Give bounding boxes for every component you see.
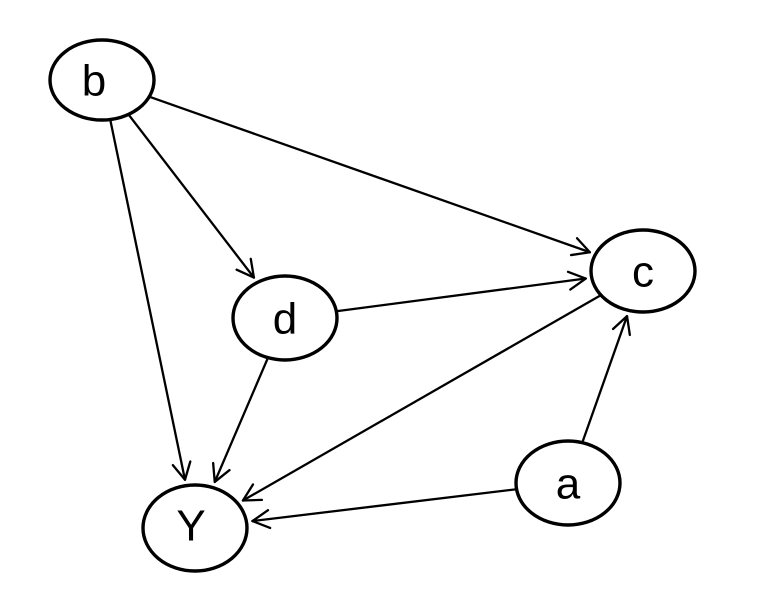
edge-line-b-Y	[109, 119, 187, 480]
edge-d-c	[336, 270, 587, 313]
arrowhead-icon	[566, 270, 587, 280]
node-label-Y: Y	[176, 501, 205, 550]
edge-line-a-Y	[252, 488, 517, 523]
node-a: a	[514, 439, 622, 527]
edge-line-b-c	[148, 95, 591, 254]
arrowhead-icon	[211, 461, 216, 484]
node-Y: Y	[141, 483, 249, 573]
node-ellipse-b	[48, 38, 156, 122]
arrowhead-icon	[241, 483, 255, 502]
node-ellipse-Y	[141, 483, 249, 573]
arrowhead-icon	[241, 498, 264, 502]
edge-line-b-d	[127, 113, 255, 279]
arrowhead-icon	[625, 314, 631, 337]
arrowhead-icon	[249, 257, 256, 279]
node-ellipse-d	[231, 274, 339, 362]
arrowhead-icon	[611, 314, 629, 331]
arrowhead-icon	[569, 277, 587, 291]
node-c: c	[589, 228, 697, 314]
edge-line-d-c	[336, 277, 586, 313]
arrowhead-icon	[235, 268, 256, 279]
edge-c-Y	[241, 294, 602, 502]
edge-a-Y	[251, 488, 517, 530]
arrowhead-icon	[575, 237, 592, 254]
arrowhead-icon	[251, 519, 272, 530]
edge-line-a-c	[581, 315, 629, 443]
node-label-d: d	[273, 294, 297, 343]
edge-b-c	[148, 95, 592, 257]
node-ellipse-a	[514, 439, 622, 527]
node-b: b	[48, 38, 156, 122]
edge-b-d	[127, 113, 256, 279]
edge-b-Y	[109, 119, 192, 481]
edge-a-c	[581, 314, 631, 443]
arrowhead-icon	[183, 460, 192, 481]
arrowhead-icon	[569, 251, 592, 257]
edge-d-Y	[211, 357, 270, 484]
node-label-a: a	[556, 459, 581, 508]
arrowhead-icon	[171, 463, 187, 481]
arrowhead-icon	[213, 468, 231, 484]
arrowhead-icon	[251, 509, 270, 523]
node-label-c: c	[632, 247, 654, 296]
node-ellipse-c	[589, 228, 697, 314]
node-d: d	[231, 274, 339, 362]
edge-line-d-Y	[213, 357, 270, 483]
edge-line-c-Y	[242, 294, 602, 502]
node-label-b: b	[82, 56, 106, 105]
